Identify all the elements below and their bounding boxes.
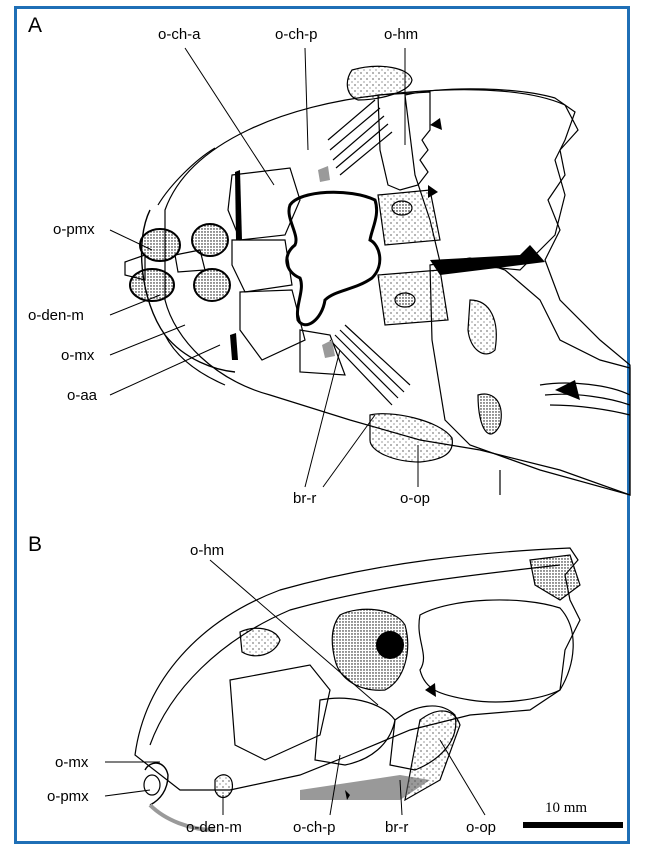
scale-bar-label: 10 mm: [545, 800, 587, 817]
panel-a-letter: A: [28, 14, 42, 38]
label-b-o-mx: o-mx: [55, 755, 88, 770]
label-b-o-ch-p: o-ch-p: [293, 820, 336, 835]
label-a-o-aa: o-aa: [67, 388, 97, 403]
label-a-o-hm: o-hm: [384, 27, 418, 42]
label-a-o-den-m: o-den-m: [28, 308, 84, 323]
scale-bar: [523, 822, 623, 828]
label-a-br-r: br-r: [293, 491, 316, 506]
label-a-o-ch-p: o-ch-p: [275, 27, 318, 42]
panel-a-drawing: [125, 66, 630, 495]
panel-b-drawing: [135, 548, 580, 830]
label-b-br-r: br-r: [385, 820, 408, 835]
panel-b-letter: B: [28, 533, 42, 557]
label-a-o-ch-a: o-ch-a: [158, 27, 201, 42]
label-a-o-mx: o-mx: [61, 348, 94, 363]
label-b-o-pmx: o-pmx: [47, 789, 89, 804]
label-a-o-op: o-op: [400, 491, 430, 506]
label-b-o-hm: o-hm: [190, 543, 224, 558]
label-b-o-op: o-op: [466, 820, 496, 835]
label-b-o-den-m: o-den-m: [186, 820, 242, 835]
label-a-o-pmx: o-pmx: [53, 222, 95, 237]
